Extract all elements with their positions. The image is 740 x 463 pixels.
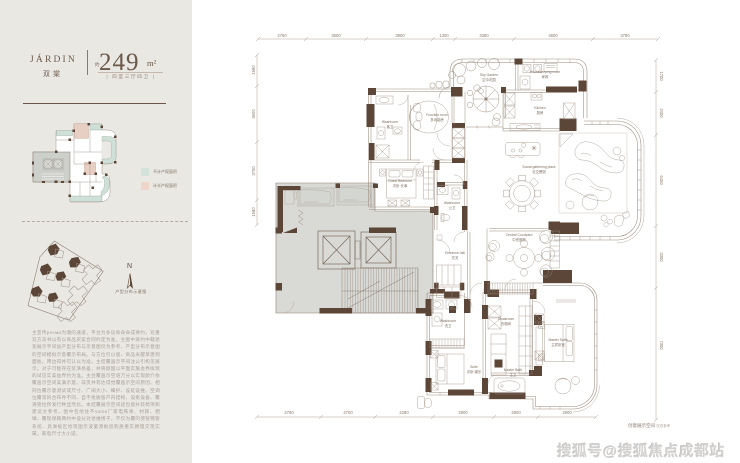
svg-text:Washroom: Washroom	[444, 201, 460, 205]
svg-text:1580: 1580	[251, 207, 256, 217]
svg-text:2900: 2900	[458, 410, 468, 415]
svg-text:Suite: Suite	[470, 365, 478, 369]
svg-text:中央庭院: 中央庭院	[512, 237, 526, 242]
svg-text:3500: 3500	[331, 33, 341, 38]
svg-text:多功能房: 多功能房	[430, 117, 444, 122]
svg-text:2780: 2780	[284, 410, 294, 415]
svg-text:3600: 3600	[251, 109, 256, 119]
svg-text:7300: 7300	[659, 340, 664, 350]
svg-text:Cloakroom: Cloakroom	[498, 317, 515, 321]
svg-text:次卧·娱乐: 次卧·娱乐	[467, 369, 482, 374]
svg-text:Sky Garden: Sky Garden	[480, 73, 498, 77]
svg-text:厨房: 厨房	[537, 110, 544, 115]
svg-text:Master Bath: Master Bath	[504, 368, 522, 372]
svg-text:Function room: Function room	[426, 113, 448, 117]
svg-text:3380: 3380	[479, 33, 489, 38]
svg-text:4600: 4600	[548, 33, 558, 38]
svg-text:2780: 2780	[277, 33, 287, 38]
svg-text:3780: 3780	[620, 33, 630, 38]
svg-text:洗卫: 洗卫	[445, 323, 452, 328]
svg-text:3300: 3300	[659, 252, 664, 262]
svg-text:1300: 1300	[439, 33, 449, 38]
svg-text:4700: 4700	[343, 410, 353, 415]
svg-text:1700: 1700	[659, 71, 664, 81]
svg-text:衣帽间: 衣帽间	[501, 321, 512, 326]
svg-text:Guest Bedroom: Guest Bedroom	[388, 179, 412, 183]
svg-text:Social gathering place: Social gathering place	[522, 165, 555, 169]
svg-text:Housekeeping room: Housekeeping room	[530, 70, 561, 74]
svg-text:主宾卧室: 主宾卧室	[551, 342, 565, 347]
svg-text:Master Suite: Master Suite	[548, 338, 567, 342]
svg-text:社交餐厨: 社交餐厨	[532, 169, 546, 174]
svg-text:2280: 2280	[399, 410, 409, 415]
svg-text:Kitchen: Kitchen	[534, 106, 545, 110]
svg-text:1980: 1980	[251, 65, 256, 75]
svg-text:空中花园: 空中花园	[482, 77, 496, 82]
svg-text:公卫: 公卫	[449, 206, 456, 210]
svg-text:次卧·长辈: 次卧·长辈	[393, 183, 408, 188]
svg-text:玄关: 玄关	[452, 255, 459, 260]
svg-text:3700: 3700	[251, 166, 256, 176]
svg-text:家政: 家政	[542, 74, 549, 79]
svg-text:2400: 2400	[659, 108, 664, 118]
svg-text:2800: 2800	[511, 410, 521, 415]
svg-text:Entrance hall: Entrance hall	[445, 251, 465, 255]
svg-text:2900: 2900	[562, 410, 572, 415]
svg-text:6400: 6400	[659, 175, 664, 185]
svg-text:Washroom: Washroom	[440, 319, 456, 323]
svg-text:Central Courtyard: Central Courtyard	[506, 233, 533, 237]
svg-text:3900: 3900	[395, 33, 405, 38]
svg-text:主卫: 主卫	[510, 372, 517, 377]
svg-text:Washroom: Washroom	[382, 120, 398, 124]
svg-text:客卫: 客卫	[387, 124, 394, 129]
